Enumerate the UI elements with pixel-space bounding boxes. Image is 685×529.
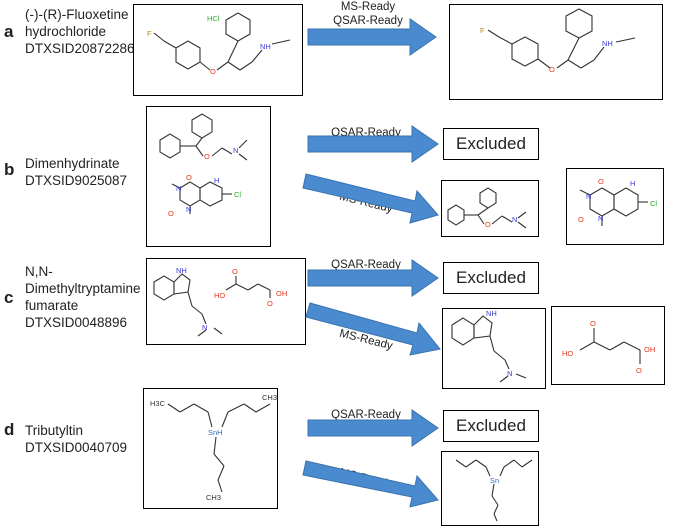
- tributyltin-structure: [167, 403, 271, 493]
- dimen-n-label: N: [233, 146, 238, 155]
- fa-o2-label: O: [636, 366, 642, 375]
- chlorotheophylline-output-box: [566, 168, 664, 245]
- dph-o-label: O: [485, 220, 491, 229]
- dmt-fumarate-input-box: [146, 258, 306, 345]
- dmt-out-n-label: N: [507, 369, 512, 378]
- panel-b-letter: b: [4, 160, 15, 179]
- fumaric-acid-output-box: [551, 306, 665, 385]
- cth-n1-label: N: [586, 192, 591, 201]
- snh-label: SnH: [208, 428, 223, 437]
- panel-c-letter: c: [4, 288, 14, 307]
- panel-b-qsar-arrow: [307, 125, 439, 163]
- panel-b-ms-arrow: [302, 173, 439, 224]
- cf3-output-label: F: [480, 26, 485, 35]
- panel-c-qsar-arrow: [307, 259, 439, 297]
- hcl-label: HCl: [207, 14, 220, 23]
- dimenhydrinate-input-box: [146, 106, 271, 247]
- theo-o1-label: O: [186, 173, 192, 182]
- dmt-fumarate-structure: [153, 273, 271, 337]
- tributyltin-output-structure: [455, 459, 533, 522]
- panel-c-qsar-arrow-label: QSAR-Ready: [331, 259, 401, 271]
- theo-o2-label: O: [168, 209, 174, 218]
- tributyltin-output-box: [441, 451, 539, 526]
- sn-output-label: Sn: [490, 476, 499, 485]
- tbt-ch3-2-label: CH3: [262, 393, 277, 402]
- cth-cl-label: Cl: [650, 199, 657, 208]
- diphenhydramine-structure: [447, 187, 527, 229]
- amine-label: NH: [260, 42, 271, 51]
- fum-ho-label: HO: [214, 291, 225, 300]
- cth-o2-label: O: [578, 215, 584, 224]
- fa-o1-label: O: [590, 319, 596, 328]
- fluoxetine-structure: [487, 8, 636, 69]
- fluoxetine-output-box: [449, 4, 663, 100]
- fluoxetine-hcl-input-box: [133, 4, 303, 96]
- cth-o1-label: O: [598, 177, 604, 186]
- amine-output-label: NH: [602, 39, 613, 48]
- panel-d-qsar-arrow: [307, 409, 439, 447]
- dph-n-label: N: [512, 215, 517, 224]
- tbt-ch3-1-label: H3C: [150, 399, 166, 408]
- tributyltin-input-box: [143, 388, 278, 509]
- panel-a-arrow-label: MS-Ready QSAR-Ready: [333, 1, 403, 27]
- panel-a-arrow: [307, 18, 437, 56]
- panel-c-compound-name: N,N- Dimethyltryptamine fumarate DTXSID0…: [25, 264, 141, 330]
- fum-o1-label: O: [232, 267, 238, 276]
- chlorotheophylline-structure: [579, 187, 648, 226]
- cth-nh-label: H: [630, 179, 635, 188]
- fum-o2-label: O: [267, 299, 273, 308]
- theo-n1-label: N: [176, 184, 181, 193]
- dimenhydrinate-structure: [159, 113, 248, 214]
- ether-oxygen-output-label: O: [549, 65, 555, 74]
- fa-oh-label: OH: [644, 345, 655, 354]
- panel-d-compound-name: Tributyltin DTXSID0040709: [25, 423, 128, 455]
- panel-b-compound-name: Dimenhydrinate DTXSID9025087: [25, 156, 128, 188]
- theo-nh-label: H: [214, 176, 219, 185]
- panel-a-compound-name: (-)-(R)-Fluoxetine hydrochloride DTXSID2…: [25, 7, 135, 56]
- dmt-output-box: [442, 308, 546, 389]
- fa-ho-label: HO: [562, 349, 573, 358]
- panel-a-letter: a: [4, 22, 14, 41]
- panel-b-excluded-box: Excluded: [443, 128, 539, 160]
- theo-cl-label: Cl: [234, 190, 241, 199]
- dmt-structure: [451, 315, 527, 383]
- dmt-n-label: N: [202, 323, 207, 332]
- tbt-ch3-3-label: CH3: [206, 493, 221, 502]
- theo-n3-label: N: [186, 205, 191, 214]
- panel-c-ms-arrow: [305, 302, 441, 356]
- cth-n3-label: N: [598, 214, 603, 223]
- fum-oh-label: OH: [276, 289, 287, 298]
- fumaric-acid-structure: [579, 328, 641, 364]
- fluoxetine-hcl-structure: [153, 12, 291, 71]
- panel-c-excluded-box: Excluded: [443, 262, 539, 294]
- dmt-out-nh-label: NH: [486, 309, 497, 318]
- ether-oxygen-label: O: [210, 67, 216, 76]
- panel-d-qsar-arrow-label: QSAR-Ready: [331, 409, 401, 421]
- panel-d-ms-arrow: [302, 460, 439, 508]
- cf3-label: F: [147, 29, 152, 38]
- panel-d-excluded-box: Excluded: [443, 410, 539, 442]
- dimen-ether-o-label: O: [204, 152, 210, 161]
- panel-d-letter: d: [4, 420, 15, 439]
- dmt-nh-label: NH: [176, 266, 187, 275]
